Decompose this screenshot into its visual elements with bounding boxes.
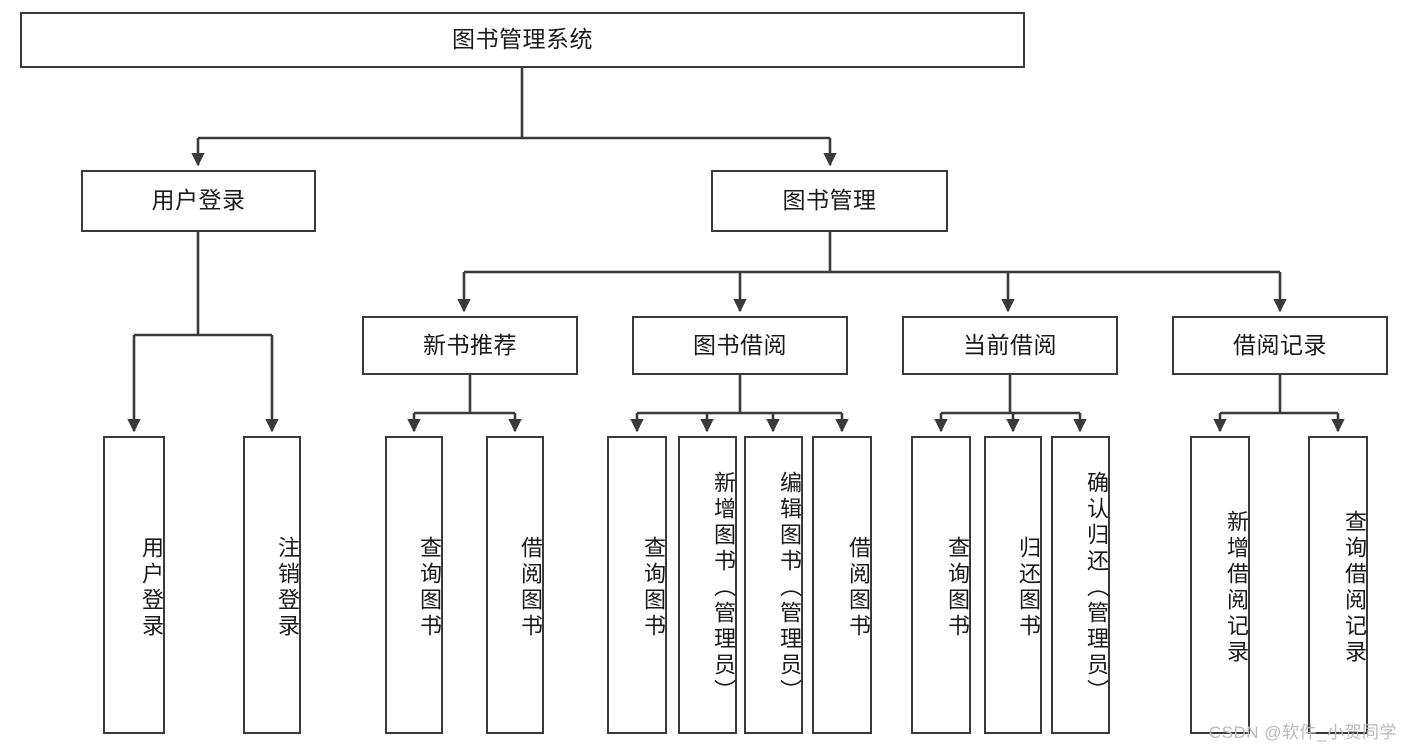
leaf-query-book-borrow[interactable]: 查询图书 (607, 436, 667, 734)
leaf-edit-book-admin[interactable]: 编辑图书（管理员） (744, 436, 803, 734)
leaf-lend-book[interactable]: 借阅图书 (812, 436, 872, 734)
node-new-book-recommend[interactable]: 新书推荐 (362, 316, 578, 375)
leaf-add-book-admin[interactable]: 新增图书（管理员） (678, 436, 737, 734)
leaf-query-borrow-record[interactable]: 查询借阅记录 (1308, 436, 1368, 734)
leaf-confirm-return-admin[interactable]: 确认归还（管理员） (1051, 436, 1110, 734)
node-book-borrow[interactable]: 图书借阅 (632, 316, 848, 375)
node-borrow-record[interactable]: 借阅记录 (1172, 316, 1388, 375)
leaf-user-login[interactable]: 用户登录 (103, 436, 165, 734)
csdn-watermark: CSDN @软件_小贺同学 (1208, 723, 1397, 742)
leaf-user-logout[interactable]: 注销登录 (243, 436, 301, 734)
node-current-borrow[interactable]: 当前借阅 (902, 316, 1118, 375)
leaf-return-book[interactable]: 归还图书 (984, 436, 1042, 734)
leaf-query-book-newbook[interactable]: 查询图书 (385, 436, 443, 734)
node-user-login[interactable]: 用户登录 (81, 170, 316, 232)
leaf-borrow-book-newbook[interactable]: 借阅图书 (486, 436, 544, 734)
node-root-system[interactable]: 图书管理系统 (20, 12, 1025, 68)
node-book-management[interactable]: 图书管理 (711, 170, 948, 232)
leaf-query-book-current[interactable]: 查询图书 (911, 436, 971, 734)
leaf-add-borrow-record[interactable]: 新增借阅记录 (1190, 436, 1250, 734)
